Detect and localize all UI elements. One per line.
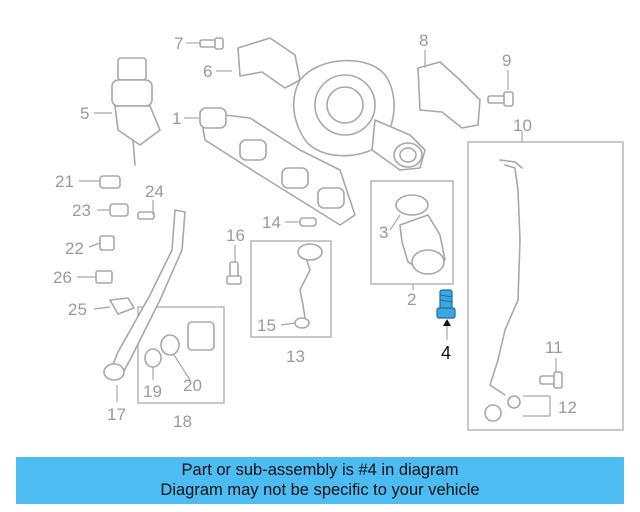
group-box — [137, 306, 225, 404]
callout-21: 21 — [55, 172, 74, 191]
bolt-part — [199, 37, 224, 50]
info-banner: Part or sub-assembly is #4 in diagram Di… — [16, 457, 624, 504]
rod-part — [109, 209, 186, 379]
elbow-part — [395, 194, 446, 275]
callout-24: 24 — [145, 182, 164, 201]
callout-10: 10 — [513, 116, 532, 135]
bolt-part — [539, 371, 563, 389]
oil-line-part — [489, 164, 521, 396]
exhaust-manifold-part — [199, 107, 356, 226]
group-box — [250, 240, 332, 338]
callout-12: 12 — [558, 398, 577, 417]
bolt-part — [137, 211, 155, 220]
bolt-part — [99, 235, 115, 251]
clamp-part — [109, 203, 129, 217]
callout-2: 2 — [407, 290, 416, 309]
callout-25: 25 — [68, 300, 87, 319]
callout-20: 20 — [183, 376, 202, 395]
banner-line-2: Diagram may not be specific to your vehi… — [160, 481, 480, 499]
callout-15: 15 — [257, 316, 276, 335]
bracket-part — [417, 61, 481, 129]
callout-1: 1 — [172, 109, 181, 128]
highlighted-bolt-part-4 — [436, 289, 456, 319]
oil-pipe-part — [299, 254, 311, 319]
callout-16: 16 — [226, 226, 245, 245]
parts-diagram: 1 2 3 4 5 6 7 8 9 10 11 12 13 14 15 16 1… — [53, 31, 624, 431]
callout-3: 3 — [379, 223, 388, 242]
group-box — [467, 141, 624, 431]
callout-8: 8 — [419, 31, 428, 50]
callout-13: 13 — [286, 347, 305, 366]
callout-5: 5 — [80, 104, 89, 123]
bolt-part — [95, 270, 113, 284]
actuator-part — [111, 57, 161, 166]
fitting-part — [144, 321, 215, 368]
callout-23: 23 — [72, 201, 91, 220]
banner-line-1: Part or sub-assembly is #4 in diagram — [181, 461, 459, 479]
callout-26: 26 — [53, 268, 72, 287]
heat-shield-part — [237, 37, 301, 89]
clip-part — [99, 175, 121, 189]
callout-18: 18 — [173, 412, 192, 431]
callout-17: 17 — [107, 405, 126, 424]
bolt-part — [487, 91, 514, 107]
callout-7: 7 — [174, 34, 183, 53]
callout-11: 11 — [545, 338, 563, 357]
callout-19: 19 — [143, 382, 162, 401]
bolt-part — [226, 261, 242, 285]
group-box — [370, 180, 454, 285]
turbocharger-part — [292, 59, 426, 171]
callout-6: 6 — [203, 62, 212, 81]
callout-4-highlighted: 4 — [441, 343, 451, 363]
callout-14: 14 — [262, 213, 281, 232]
bolt-part — [299, 217, 317, 227]
callout-9: 9 — [502, 51, 511, 70]
bracket-part — [109, 297, 135, 315]
callout-22: 22 — [65, 239, 84, 258]
